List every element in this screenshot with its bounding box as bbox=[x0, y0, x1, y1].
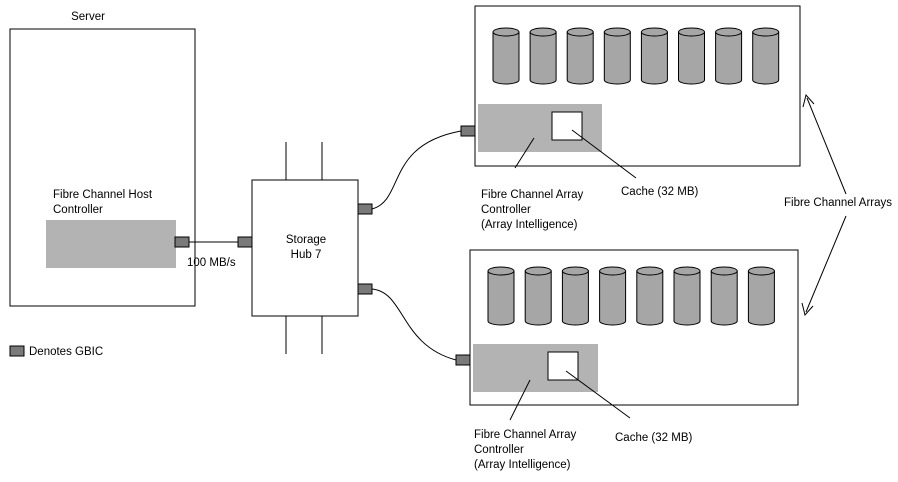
array-bottom-disk-3 bbox=[561, 266, 589, 326]
array-top-controller-line2: Controller bbox=[481, 204, 531, 216]
arrays-annotation: Fibre Channel Arrays bbox=[784, 93, 892, 317]
hub-label-line1: Storage bbox=[286, 234, 326, 246]
gbic-array-bottom bbox=[455, 354, 471, 366]
array-bottom-cache bbox=[547, 351, 579, 381]
array-bottom-disk-4 bbox=[599, 266, 627, 326]
array-bottom-disk-5 bbox=[636, 266, 664, 326]
array-top-disk-3 bbox=[566, 27, 594, 85]
arrow-up-head bbox=[802, 93, 815, 108]
array-bottom-disk-6 bbox=[673, 266, 701, 326]
array-bottom-controller bbox=[473, 344, 598, 392]
array-top-controller bbox=[478, 104, 602, 152]
gbic-hub-right-bottom bbox=[357, 283, 373, 295]
array-bottom-cache-label: Cache (32 MB) bbox=[615, 432, 693, 444]
arrow-down-head bbox=[801, 302, 814, 317]
array-top-disk-5 bbox=[640, 27, 668, 85]
array-top-disks bbox=[492, 27, 780, 85]
array-bottom-disk-1 bbox=[487, 266, 515, 326]
host-controller-label-line2: Controller bbox=[53, 204, 103, 216]
host-controller-label-line1: Fibre Channel Host bbox=[53, 189, 153, 201]
host-controller bbox=[46, 220, 176, 268]
array-bottom-controller-line3: (Array Intelligence) bbox=[474, 459, 571, 471]
server: Server Fibre Channel Host Controller bbox=[9, 11, 196, 307]
host-link: 100 MB/s bbox=[174, 236, 253, 269]
array-bottom-disks bbox=[487, 266, 775, 326]
legend: Denotes GBIC bbox=[9, 345, 103, 358]
gbic-array-top bbox=[460, 125, 476, 137]
array-top-cache bbox=[551, 111, 583, 141]
storage-hub: Storage Hub 7 bbox=[251, 142, 373, 354]
array-bottom-disk-2 bbox=[524, 266, 552, 326]
array-bottom-disk-7 bbox=[710, 266, 738, 326]
legend-gbic-swatch bbox=[9, 345, 25, 357]
array-top-controller-line1: Fibre Channel Array bbox=[481, 189, 584, 201]
gbic-hub-left bbox=[237, 236, 253, 248]
array-top-cache-label: Cache (32 MB) bbox=[621, 186, 699, 198]
gbic-hub-right-top bbox=[357, 203, 373, 215]
array-bottom: Cache (32 MB) Fibre Channel Array Contro… bbox=[455, 249, 799, 471]
hub-box bbox=[251, 179, 359, 317]
array-bottom-controller-line1: Fibre Channel Array bbox=[474, 429, 577, 441]
array-top-controller-line3: (Array Intelligence) bbox=[481, 219, 578, 231]
link-speed-label: 100 MB/s bbox=[187, 257, 236, 269]
link-hub-array-top bbox=[371, 130, 462, 210]
hub-label-line2: Hub 7 bbox=[291, 249, 322, 261]
array-top-disk-8 bbox=[752, 27, 780, 85]
array-top-disk-4 bbox=[603, 27, 631, 85]
array-bottom-disk-8 bbox=[747, 266, 775, 326]
link-hub-array-bottom bbox=[371, 288, 457, 361]
array-top-disk-7 bbox=[715, 27, 743, 85]
array-top-disk-1 bbox=[492, 27, 520, 85]
array-bottom-controller-line2: Controller bbox=[474, 444, 524, 456]
array-top-disk-2 bbox=[529, 27, 557, 85]
array-top: Cache (32 MB) Fibre Channel Array Contro… bbox=[460, 5, 801, 231]
array-top-disk-6 bbox=[678, 27, 705, 85]
arrays-label: Fibre Channel Arrays bbox=[784, 197, 892, 209]
legend-label: Denotes GBIC bbox=[29, 346, 103, 358]
gbic-server bbox=[174, 236, 190, 248]
server-title: Server bbox=[71, 11, 105, 23]
